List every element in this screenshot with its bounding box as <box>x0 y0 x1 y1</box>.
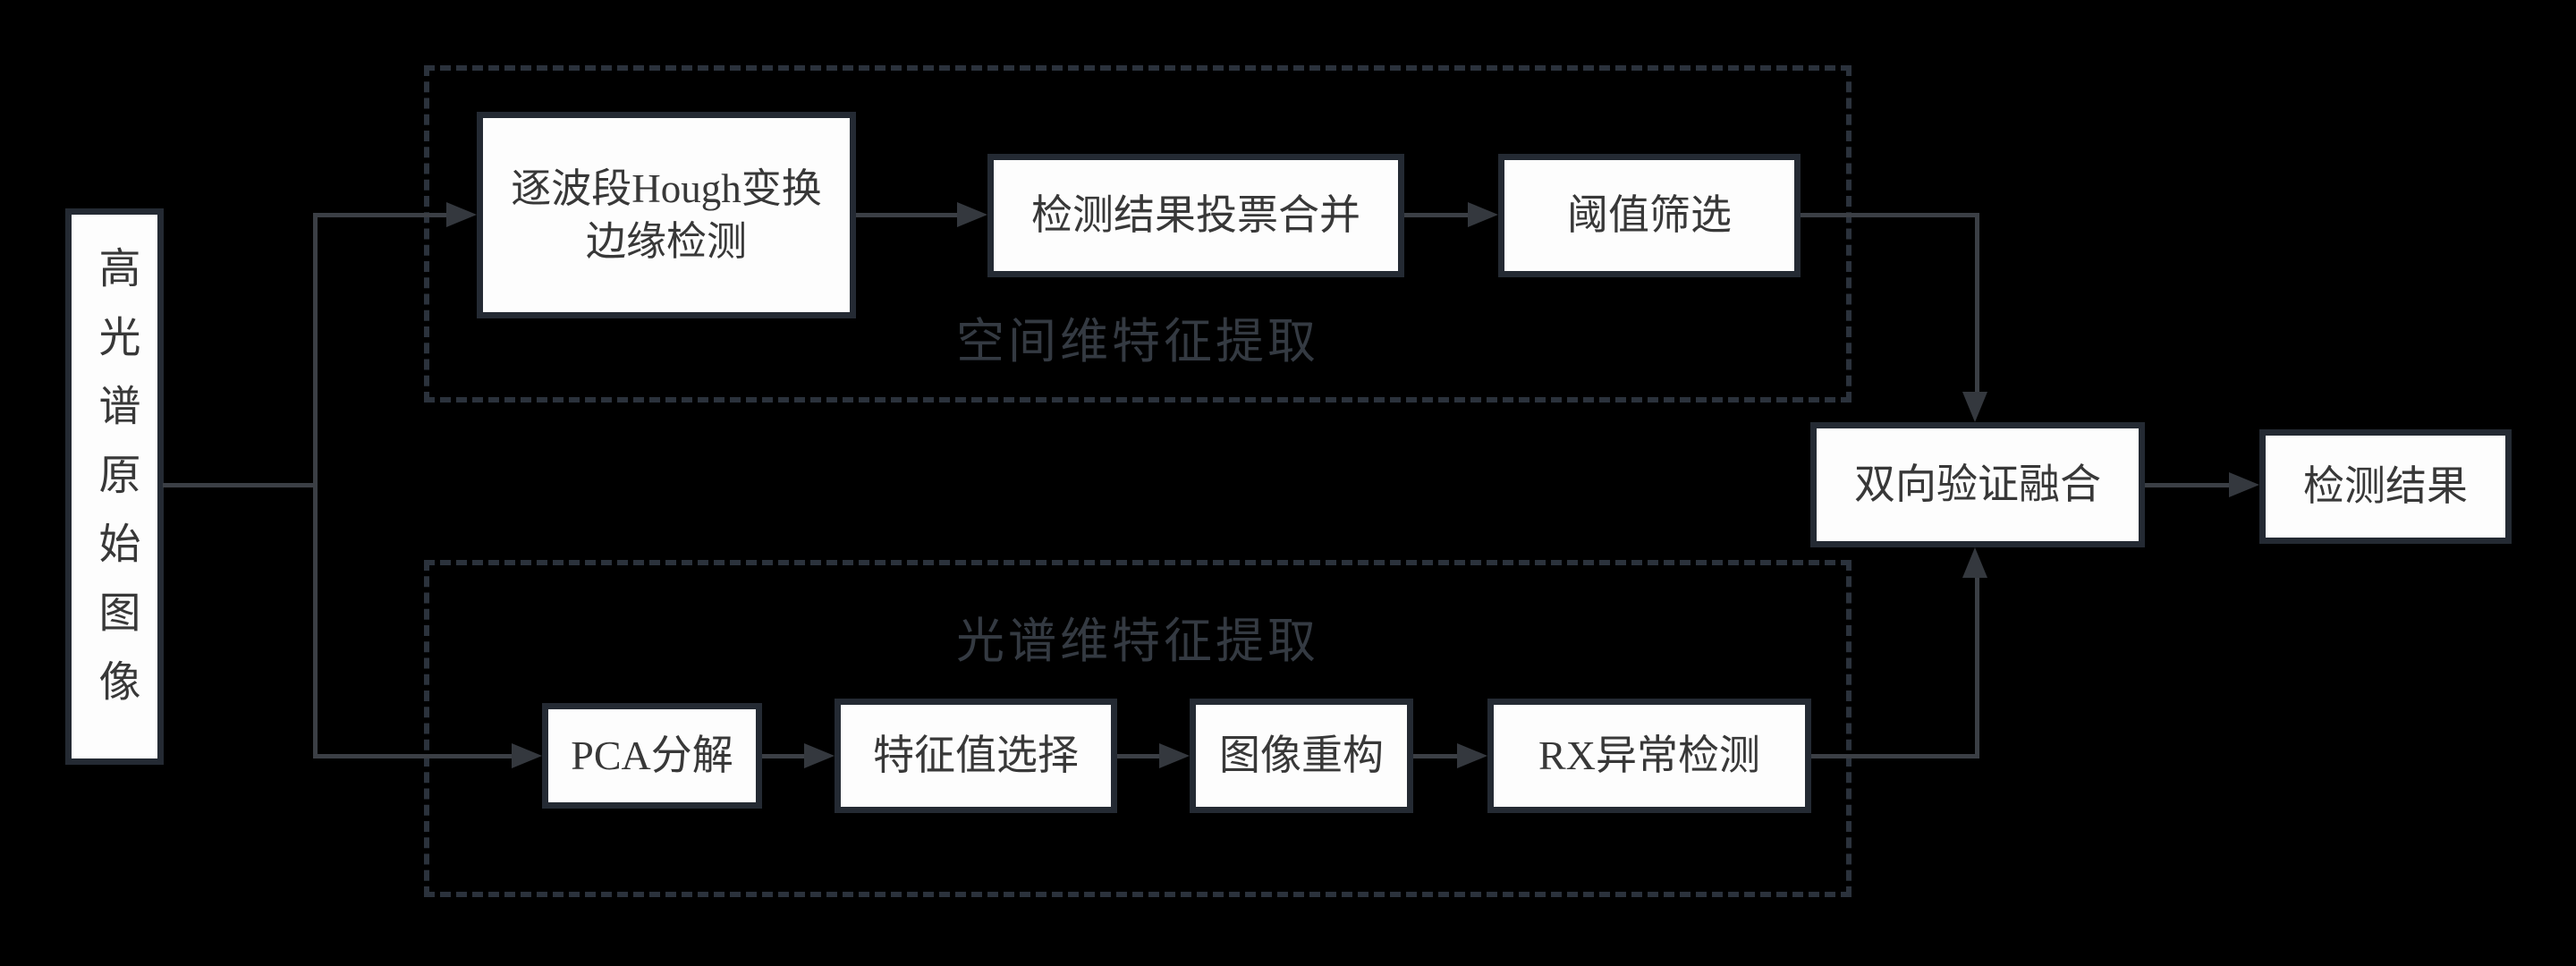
pca-decomposition-node: PCA分解 <box>542 703 762 809</box>
connector-reconstruction-to-rx <box>1413 754 1457 758</box>
connector-pca-to-eigen <box>762 754 804 758</box>
eigenvalue-selection-node: 特征值选择 <box>835 699 1117 813</box>
arrowhead-pca-to-eigen <box>804 743 835 768</box>
spectral-feature-group-label: 光谱维特征提取 <box>956 614 1319 668</box>
spectral-feature-group: 光谱维特征提取 <box>424 560 1852 897</box>
connector-input-out <box>163 483 317 487</box>
connector-branch-vertical <box>313 213 318 758</box>
input-image-node: 高光谱原始图像 <box>65 208 164 765</box>
arrowhead-into-fusion-bottom <box>1962 547 1987 578</box>
arrowhead-reconstruction-to-rx <box>1457 743 1487 768</box>
arrowhead-vote-to-threshold <box>1468 202 1498 227</box>
connector-fusion-bottom <box>1975 578 1979 758</box>
spatial-feature-group-label: 空间维特征提取 <box>956 315 1319 369</box>
arrowhead-fusion-to-result <box>2229 472 2259 497</box>
threshold-filter-node: 阈值筛选 <box>1498 154 1801 277</box>
arrowhead-to-pca <box>512 743 542 768</box>
arrowhead-eigen-to-reconstruction <box>1159 743 1190 768</box>
spatial-feature-group: 空间维特征提取 <box>424 65 1852 402</box>
arrowhead-into-fusion-top <box>1962 392 1987 422</box>
vote-merge-node: 检测结果投票合并 <box>987 154 1404 277</box>
bidirectional-fusion-node: 双向验证融合 <box>1810 422 2145 547</box>
detection-result-node: 检测结果 <box>2259 429 2512 544</box>
connector-to-hough <box>313 213 446 217</box>
arrowhead-to-hough <box>446 202 477 227</box>
connector-vote-to-threshold <box>1404 213 1468 217</box>
connector-threshold-right <box>1801 213 1979 217</box>
hough-edge-detection-node: 逐波段Hough变换 边缘检测 <box>477 112 856 318</box>
connector-eigen-to-reconstruction <box>1117 754 1159 758</box>
connector-fusion-to-result <box>2145 483 2229 487</box>
connector-rx-right <box>1811 754 1979 758</box>
connector-hough-to-vote <box>856 213 957 217</box>
arrowhead-hough-to-vote <box>957 202 987 227</box>
connector-fusion-top <box>1975 213 1979 394</box>
image-reconstruction-node: 图像重构 <box>1190 699 1413 813</box>
rx-anomaly-detection-node: RX异常检测 <box>1487 699 1811 813</box>
connector-to-pca <box>313 754 512 758</box>
